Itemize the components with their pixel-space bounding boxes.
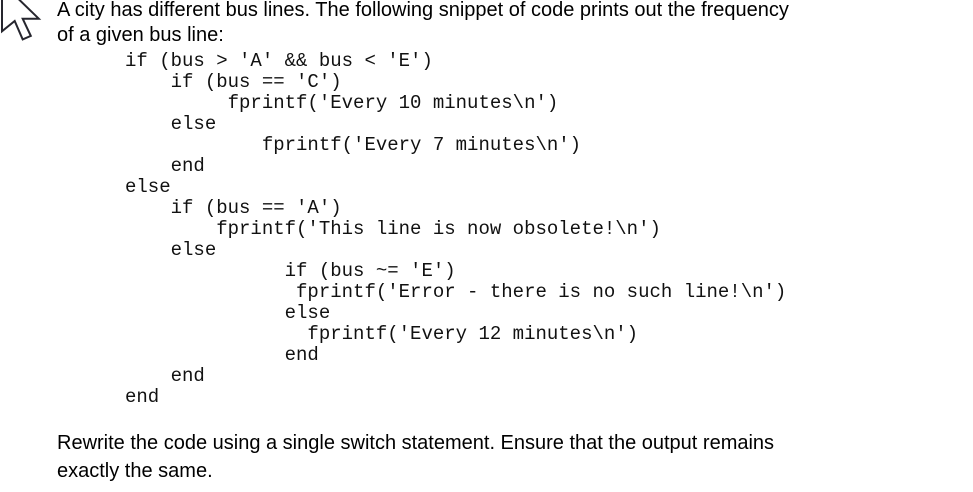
question-task-line2: exactly the same. (57, 460, 213, 482)
question-task-line1: Rewrite the code using a single switch s… (57, 432, 775, 454)
question-task: Rewrite the code using a single switch s… (57, 429, 774, 485)
code-block: if (bus > 'A' && bus < 'E') if (bus == '… (125, 50, 787, 408)
question-intro-line1: A city has different bus lines. The foll… (57, 0, 789, 21)
question-intro: A city has different bus lines. The foll… (57, 0, 789, 48)
mouse-pointer-icon (0, 0, 42, 42)
question-intro-line2: of a given bus line: (57, 24, 224, 46)
